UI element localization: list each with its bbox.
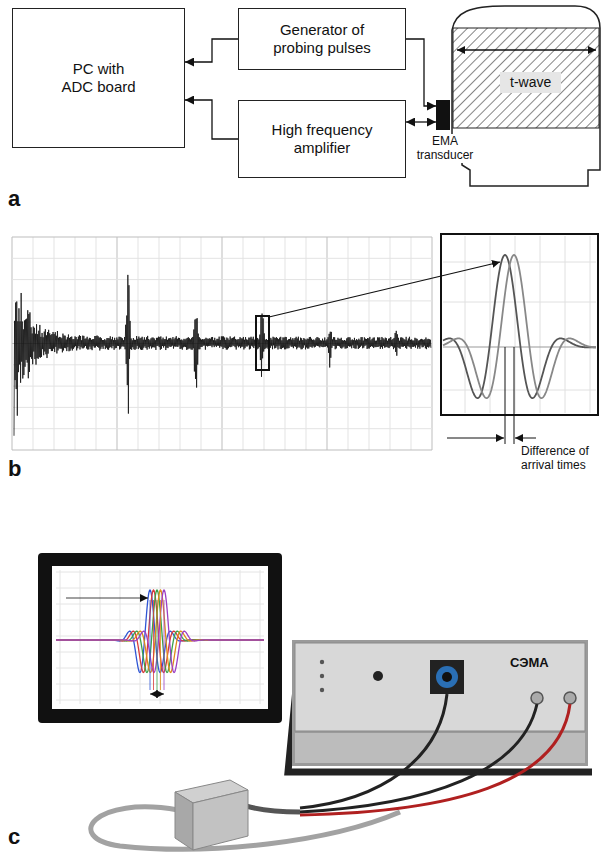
screen-arrow	[150, 694, 164, 695]
screen-marker	[150, 600, 151, 690]
signal-arrow	[406, 121, 436, 122]
plot-grid	[12, 237, 432, 450]
inset-grid	[443, 236, 596, 413]
tablet-screen	[52, 566, 268, 709]
signal-arrow	[406, 39, 436, 106]
connector-core	[442, 672, 452, 682]
tablet-frame	[38, 553, 282, 723]
panel-letter: c	[8, 824, 20, 850]
device-body	[292, 640, 588, 766]
inset-frame	[441, 234, 598, 415]
wavelet-trace	[443, 255, 596, 398]
screen-wavelet	[56, 590, 264, 672]
grid-line	[12, 279, 432, 280]
inset-trace	[443, 255, 596, 398]
screen-marker	[157, 600, 158, 690]
grid-line	[56, 572, 264, 573]
zoom-arrow	[269, 262, 500, 317]
bnc-connector	[564, 692, 576, 704]
screen-wavelet	[56, 590, 264, 672]
process-box: PC with ADC board	[12, 8, 185, 148]
grid-line	[56, 700, 264, 701]
signal-cable	[300, 704, 537, 812]
screen-arrow	[66, 598, 148, 599]
grid-line	[56, 684, 264, 685]
grid-line	[515, 236, 516, 413]
wave-label: t-wave	[500, 72, 561, 93]
grid-line	[56, 668, 264, 669]
signal-trace	[14, 275, 431, 436]
screen-marker	[153, 600, 154, 690]
process-box: Generator of probing pulses	[238, 8, 406, 70]
grid-line	[12, 386, 432, 387]
grid-line	[565, 236, 566, 413]
indicator-led	[320, 660, 324, 664]
device-front-panel	[295, 643, 585, 731]
grid-line	[56, 588, 264, 589]
grid-line	[590, 236, 591, 413]
screen-wavelet	[56, 590, 264, 672]
device-brand: СЭМА	[510, 655, 549, 671]
indicator-led	[320, 674, 324, 678]
grid-line	[490, 236, 491, 413]
grid-line	[465, 236, 466, 413]
time-marker	[505, 347, 506, 444]
box-text: Generator of probing pulses	[266, 21, 378, 57]
jack	[373, 671, 383, 681]
wavelet-trace	[443, 255, 596, 398]
connector-ring	[436, 666, 458, 688]
grid-line	[12, 300, 432, 301]
connector-socket	[430, 660, 464, 694]
grid-line	[12, 364, 432, 365]
grid-line	[12, 450, 432, 451]
wave-path-arrow	[457, 49, 596, 50]
signal-cable	[300, 704, 570, 815]
grid-line	[12, 258, 432, 259]
time-marker	[514, 347, 515, 444]
screen-plot	[56, 570, 264, 704]
process-box: High frequency amplifier	[238, 100, 406, 178]
box-text: High frequency amplifier	[266, 121, 378, 157]
grid-line	[12, 428, 432, 429]
grid-line	[12, 407, 432, 408]
signal-arrow	[185, 39, 238, 62]
grid-line	[56, 636, 264, 637]
box-text: PC with ADC board	[57, 60, 141, 96]
grid-line	[12, 237, 432, 238]
zoom-frame	[256, 316, 269, 370]
screen-marker	[164, 600, 165, 690]
panel-letter: b	[8, 456, 21, 482]
screen-marker	[160, 600, 161, 690]
grid-line	[12, 322, 432, 323]
signal-trace	[14, 275, 431, 436]
indicator-led	[320, 688, 324, 692]
cable-bundle	[246, 806, 300, 812]
callout-text: Difference of arrival times	[521, 444, 601, 473]
transducer-front	[175, 792, 193, 850]
screen-wavelet	[56, 590, 264, 672]
grid-line	[443, 262, 596, 263]
hatched-zone-border	[453, 28, 599, 128]
transducer-side	[193, 790, 248, 850]
grid-line	[443, 347, 596, 348]
part-label: EMA transducer	[411, 134, 479, 163]
panel-letter: a	[8, 186, 20, 212]
signal-arrow	[185, 100, 238, 139]
hatched-zone	[453, 28, 599, 128]
dimension-arrow	[447, 438, 504, 439]
screen-wavelet	[56, 590, 264, 672]
dimension-arrow	[515, 438, 536, 439]
bnc-connector	[531, 692, 543, 704]
grid-line	[443, 390, 596, 391]
transducer-block: EMA transducer	[436, 100, 450, 130]
signal-cable	[300, 694, 447, 808]
grid-line	[443, 302, 596, 303]
